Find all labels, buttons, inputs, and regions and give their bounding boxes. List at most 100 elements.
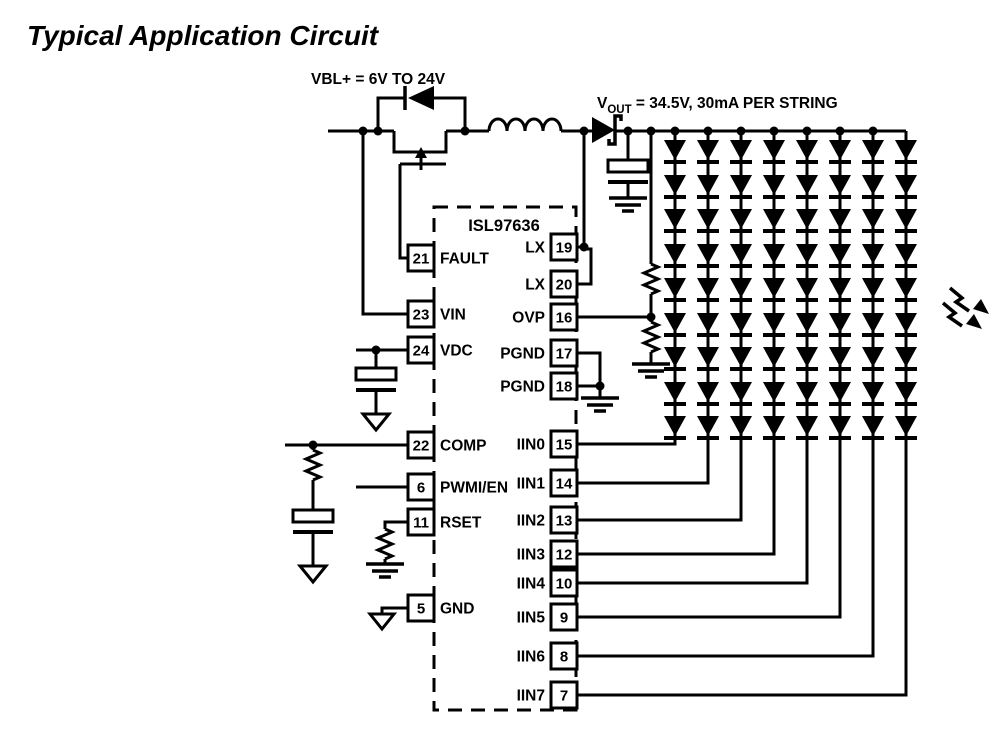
pin-number-11: 11 (413, 515, 429, 532)
led-icon (697, 244, 719, 264)
junction-dot (646, 312, 656, 322)
led-icon (796, 313, 818, 333)
led-cathode-bar (895, 367, 917, 371)
led-icon (862, 244, 884, 264)
pin-box-7 (549, 680, 579, 710)
led-cathode-bar (763, 436, 785, 440)
led-cathode-bar (862, 436, 884, 440)
input-voltage-label: VBL+ = 6V TO 24V (311, 71, 446, 88)
lx-switch-node-wire (577, 131, 593, 286)
led-cathode-bar (697, 264, 719, 268)
junction-dot (358, 126, 368, 136)
led-string-wire-6 (577, 131, 875, 658)
pin-box-6 (406, 472, 436, 502)
led-cathode-bar (796, 402, 818, 406)
led-icon (664, 278, 686, 298)
led-icon (763, 175, 785, 195)
led-icon (730, 416, 752, 436)
junction-dot (736, 126, 746, 136)
led-icon (664, 244, 686, 264)
earth-grounds (366, 196, 670, 579)
led-cathode-bar (730, 195, 752, 199)
comp-ground-arrow-icon (296, 564, 330, 585)
junction-dot (868, 126, 878, 136)
vdc-capacitor-top-plate (354, 366, 398, 382)
led-icon (763, 278, 785, 298)
led-cathode-bar (796, 195, 818, 199)
led-cathode-bar (730, 367, 752, 371)
pin-number-10: 10 (556, 576, 573, 593)
led-cathode-bar (796, 333, 818, 337)
led-icon (664, 175, 686, 195)
led-cathode-bar (730, 436, 752, 440)
pin-number-14: 14 (556, 476, 573, 493)
led-icon (796, 382, 818, 402)
led-string-wire-3 (577, 131, 776, 556)
pin-box-22 (406, 430, 436, 460)
led-cathode-bar (664, 264, 686, 268)
led-cathode-bar (697, 229, 719, 233)
led-icon (796, 416, 818, 436)
led-string-0 (577, 126, 686, 446)
junction-dot (646, 126, 656, 136)
led-icon (664, 347, 686, 367)
pin-label-comp: COMP (440, 438, 487, 455)
pin-label-pgnd: PGND (500, 379, 545, 396)
led-cathode-bar (763, 160, 785, 164)
pin-box-11 (406, 507, 436, 537)
ovp-divider-wire (577, 131, 653, 364)
led-icon (730, 313, 752, 333)
led-cathode-bar (763, 333, 785, 337)
pin-number-23: 23 (413, 307, 430, 324)
led-array (577, 126, 917, 697)
led-icon (730, 244, 752, 264)
pin-box-9 (549, 602, 579, 632)
led-cathode-bar (829, 436, 851, 440)
pin-box-23 (406, 299, 436, 329)
led-cathode-bar (829, 195, 851, 199)
pin-number-20: 20 (556, 277, 573, 294)
ic-name-label: ISL97636 (468, 217, 540, 235)
led-string-6 (577, 126, 884, 658)
led-string-wire-0 (577, 131, 677, 446)
pin-number-16: 16 (556, 310, 573, 327)
schottky-cathode-bar (607, 114, 623, 146)
led-cathode-bar (664, 160, 686, 164)
led-cathode-bar (895, 229, 917, 233)
junction-dot (623, 126, 633, 136)
vdc-wire (356, 348, 408, 414)
pin-label-iin2: IIN2 (517, 513, 545, 530)
led-icon (796, 209, 818, 229)
led-icon (895, 382, 917, 402)
led-cathode-bar (697, 367, 719, 371)
pgnd-wire (577, 351, 602, 398)
led-icon (895, 278, 917, 298)
led-cathode-bar (664, 229, 686, 233)
pin-number-24: 24 (413, 343, 430, 360)
led-cathode-bar (730, 402, 752, 406)
led-cathode-bar (895, 264, 917, 268)
pin-label-pwmi-en: PWMI/EN (440, 480, 508, 497)
output-capacitor-top-plate (606, 158, 650, 174)
ic-dashed-outline (432, 205, 578, 712)
led-icon (895, 244, 917, 264)
led-cathode-bar (697, 160, 719, 164)
pin-number-19: 19 (556, 240, 573, 257)
led-icon (862, 209, 884, 229)
led-icon (664, 416, 686, 436)
pin-number-22: 22 (413, 438, 430, 455)
led-cathode-bar (697, 333, 719, 337)
led-icon (895, 175, 917, 195)
led-cathode-bar (862, 367, 884, 371)
junction-dot (373, 126, 383, 136)
pin-box-12 (549, 539, 579, 569)
led-cathode-bar (730, 229, 752, 233)
pin-box-21 (406, 243, 436, 273)
led-cathode-bar (862, 333, 884, 337)
led-string-5 (577, 126, 851, 619)
